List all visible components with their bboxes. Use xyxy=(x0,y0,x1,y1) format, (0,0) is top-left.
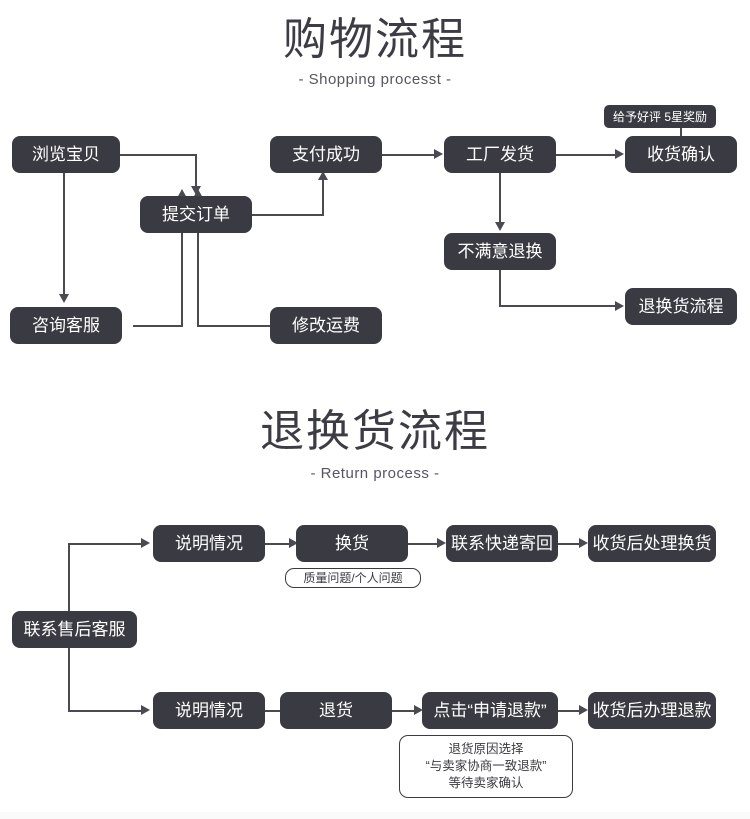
arrow-consult-to-submit xyxy=(176,189,187,198)
node-return-process-link[interactable]: 退换货流程 xyxy=(625,288,737,325)
node-unsatisfied-return[interactable]: 不满意退换 xyxy=(444,233,556,270)
connector-return-to-click-refund xyxy=(392,710,417,712)
connector-modify-to-submit-v xyxy=(197,198,199,325)
arrow-click-refund-to-process-refund xyxy=(579,705,588,715)
arrow-courier-to-process-exchange xyxy=(579,538,588,548)
connector-browse-to-submit-h xyxy=(120,154,196,156)
connector-modify-to-submit-h xyxy=(197,325,270,327)
connector-unsatisfied-to-return-h xyxy=(499,305,616,307)
node-submit-order[interactable]: 提交订单 xyxy=(140,196,252,233)
arrow-factory-to-unsatisfied xyxy=(494,222,505,231)
node-confirm-receipt[interactable]: 收货确认 xyxy=(625,136,737,173)
connector-click-refund-to-process-refund xyxy=(558,710,582,712)
note-refund-reason-line-3: 等待卖家确认 xyxy=(448,776,524,790)
connector-factory-to-confirm xyxy=(556,154,616,156)
note-quality-or-personal-issue: 质量问题/个人问题 xyxy=(285,568,421,588)
node-click-apply-refund[interactable]: 点击“申请退款” xyxy=(422,692,558,729)
connector-submit-to-pay-h xyxy=(252,214,324,216)
node-contact-courier[interactable]: 联系快递寄回 xyxy=(446,525,558,562)
arrow-explain-to-exchange xyxy=(289,538,298,548)
arrow-exchange-to-courier xyxy=(437,538,446,548)
note-refund-reason: 退货原因选择 “与卖家协商一致退款” 等待卖家确认 xyxy=(399,735,573,798)
return-flow-subtitle: - Return process - xyxy=(310,465,440,482)
arrow-modify-to-submit xyxy=(192,189,203,198)
shopping-flow-subtitle: - Shopping processt - xyxy=(298,71,452,88)
node-consult-service[interactable]: 咨询客服 xyxy=(10,307,122,344)
connector-aftersale-to-explain-exchange xyxy=(68,543,144,545)
node-modify-shipping-fee[interactable]: 修改运费 xyxy=(270,307,382,344)
node-factory-shipment[interactable]: 工厂发货 xyxy=(444,136,556,173)
arrow-pay-to-factory xyxy=(434,149,443,159)
node-process-refund-after-receipt[interactable]: 收货后办理退款 xyxy=(588,692,716,729)
connector-exchange-to-courier xyxy=(408,543,440,545)
node-contact-aftersale[interactable]: 联系售后客服 xyxy=(12,611,137,648)
connector-pay-to-factory xyxy=(382,154,435,156)
arrow-aftersale-to-explain-exchange xyxy=(141,538,150,548)
node-payment-success[interactable]: 支付成功 xyxy=(270,136,382,173)
connector-consult-to-submit-h xyxy=(133,325,183,327)
note-refund-reason-line-2: “与卖家协商一致退款” xyxy=(425,759,547,773)
connector-consult-to-submit-v xyxy=(181,198,183,325)
connector-submit-to-pay-v xyxy=(322,180,324,214)
node-explain-situation-refund[interactable]: 说明情况 xyxy=(153,692,265,729)
note-refund-reason-line-1: 退货原因选择 xyxy=(448,742,524,756)
connector-reward-to-confirm xyxy=(680,126,682,138)
node-return-goods[interactable]: 退货 xyxy=(280,692,392,729)
node-review-reward-label[interactable]: 给予好评 5星奖励 xyxy=(604,105,716,128)
arrow-factory-to-confirm xyxy=(615,149,624,159)
bottom-strip xyxy=(0,812,750,819)
connector-unsatisfied-to-return-v xyxy=(499,269,501,307)
node-browse-product[interactable]: 浏览宝贝 xyxy=(12,136,120,173)
return-flow-title: 退换货流程 xyxy=(260,407,490,456)
arrow-unsatisfied-to-return xyxy=(615,301,624,311)
connector-explain-to-exchange xyxy=(265,543,292,545)
arrow-return-to-click-refund xyxy=(414,705,423,715)
node-process-exchange-after-receipt[interactable]: 收货后处理换货 xyxy=(588,525,716,562)
connector-factory-to-unsatisfied-v xyxy=(499,172,501,222)
shopping-flow-title: 购物流程 xyxy=(283,15,467,64)
node-explain-situation-exchange[interactable]: 说明情况 xyxy=(153,525,265,562)
connector-courier-to-process-exchange xyxy=(558,543,582,545)
connector-aftersale-to-explain-refund xyxy=(68,710,144,712)
connector-browse-to-submit-v xyxy=(195,154,197,186)
arrow-submit-to-pay xyxy=(317,171,328,180)
arrow-aftersale-to-explain-refund xyxy=(141,705,150,715)
node-exchange-goods[interactable]: 换货 xyxy=(296,525,408,562)
connector-explain-to-return xyxy=(265,710,289,712)
connector-browse-to-consult-v xyxy=(63,172,65,294)
arrow-browse-to-consult xyxy=(58,294,69,303)
